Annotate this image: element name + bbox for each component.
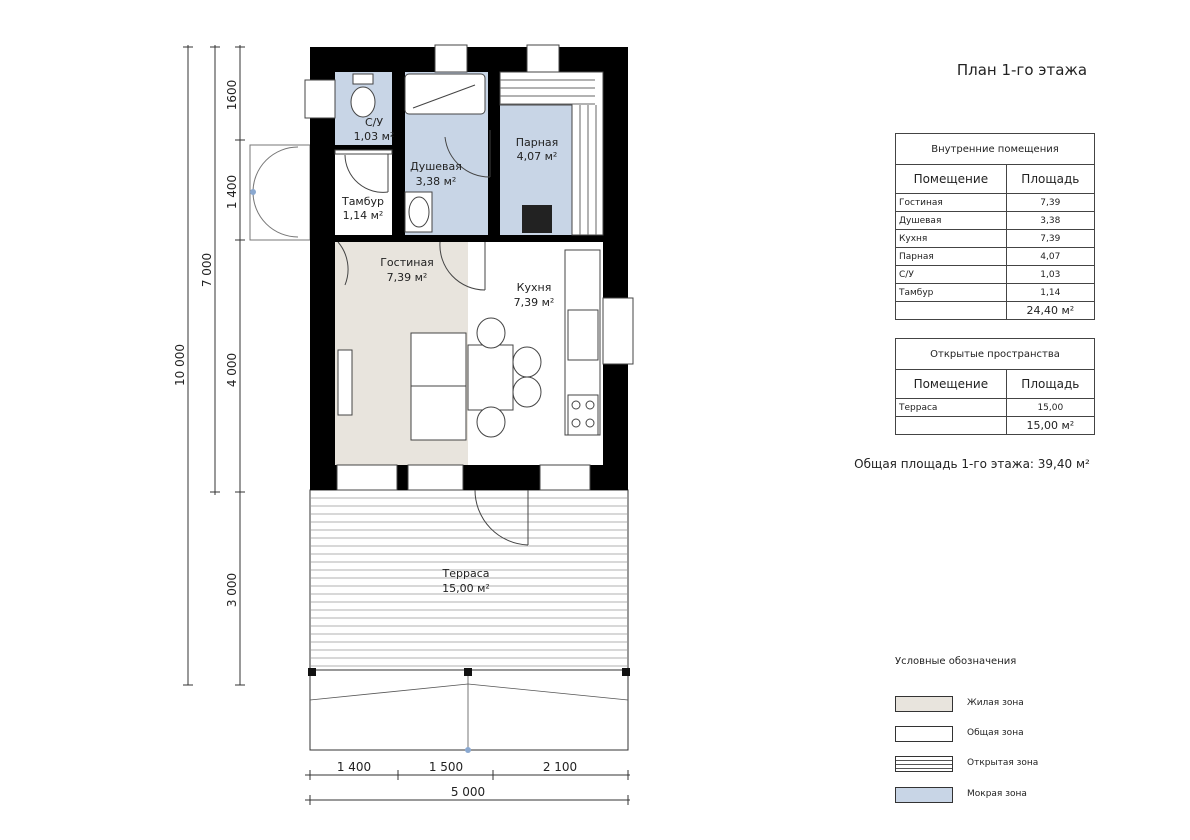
table-title: Открытые пространства [895, 338, 1095, 370]
toilet [350, 86, 376, 118]
cell-total: 15,00 м² [1005, 416, 1096, 435]
dim-2100: 2 100 [543, 760, 577, 774]
col-header-area: Площадь [1005, 164, 1096, 194]
col-header-area: Площадь [1005, 369, 1096, 399]
tv-stand [337, 349, 353, 416]
cell-area: 3,38 [1005, 211, 1096, 230]
label-terrace-area: 15,00 м² [442, 582, 490, 595]
cell-room: Парная [895, 247, 1007, 266]
cell-area: 1,14 [1005, 283, 1096, 302]
windows [304, 44, 634, 491]
label-steam-area: 4,07 м² [517, 150, 558, 163]
label-terrace-name: Терраса [442, 567, 490, 580]
legend-label: Открытая зона [967, 758, 1039, 768]
cell-room: Кухня [895, 229, 1007, 248]
legend-swatch-living [895, 696, 953, 712]
col-header-room: Помещение [895, 369, 1007, 399]
label-living-area: 7,39 м² [387, 271, 428, 284]
dim-1500: 1 500 [429, 760, 463, 774]
cell-room: Гостиная [895, 193, 1007, 212]
dim-1400-vertical: 1 400 [225, 175, 239, 209]
total-area: Общая площадь 1-го этажа: 39,40 м² [854, 457, 1090, 471]
sauna-stove [522, 205, 552, 233]
label-su-name: С/У [365, 116, 383, 129]
cell-area: 7,39 [1005, 229, 1096, 248]
label-living-name: Гостиная [380, 256, 434, 269]
dim-10000: 10 000 [173, 344, 187, 386]
total-row: 24,40 м² [895, 301, 1096, 320]
dim-7000: 7 000 [200, 253, 214, 287]
col-header-room: Помещение [895, 164, 1007, 194]
dining-table [467, 344, 514, 411]
chair [512, 376, 542, 408]
label-kitchen-area: 7,39 м² [514, 296, 555, 309]
dim-5000: 5 000 [451, 785, 485, 799]
legend-label: Жилая зона [967, 698, 1024, 708]
label-vestibule-name: Тамбур [341, 195, 384, 208]
cell-room: Тамбур [895, 283, 1007, 302]
terrace [308, 489, 630, 753]
legend-title: Условные обозначения [895, 656, 1017, 667]
label-steam-name: Парная [516, 136, 559, 149]
cell-area: 1,03 [1005, 265, 1096, 284]
dimension-lines [183, 45, 630, 805]
doors [334, 130, 529, 546]
dim-1400-horizontal: 1 400 [337, 760, 371, 774]
sink [567, 309, 599, 361]
label-vestibule-area: 1,14 м² [343, 209, 384, 222]
dim-3000: 3 000 [225, 573, 239, 607]
cell-area: 15,00 [1005, 398, 1096, 417]
dim-4000: 4 000 [225, 353, 239, 387]
label-kitchen-name: Кухня [517, 281, 552, 294]
stove [567, 394, 599, 436]
table-title: Внутренние помещения [895, 133, 1095, 165]
legend-label: Мокрая зона [967, 789, 1027, 799]
chair [512, 346, 542, 378]
cell-room: Душевая [895, 211, 1007, 230]
bathtub [404, 73, 486, 115]
sauna-benches [499, 71, 604, 236]
label-shower-area: 3,38 м² [416, 175, 457, 188]
total-row: 15,00 м² [895, 416, 1096, 435]
cell-area: 4,07 [1005, 247, 1096, 266]
legend-swatch-open [895, 756, 953, 772]
entrance-steps [249, 144, 311, 241]
legend-swatch-common [895, 726, 953, 742]
label-shower-name: Душевая [410, 160, 462, 173]
cell-room: С/У [895, 265, 1007, 284]
page-title: План 1-го этажа [957, 61, 1087, 79]
dim-1600: 1600 [225, 80, 239, 111]
label-su-area: 1,03 м² [354, 130, 395, 143]
chair [476, 406, 506, 438]
cell-area: 7,39 [1005, 193, 1096, 212]
legend-label: Общая зона [967, 728, 1024, 738]
chair [476, 317, 506, 349]
cell-total: 24,40 м² [1005, 301, 1096, 320]
legend-swatch-wet [895, 787, 953, 803]
cell-room: Терраса [895, 398, 1007, 417]
